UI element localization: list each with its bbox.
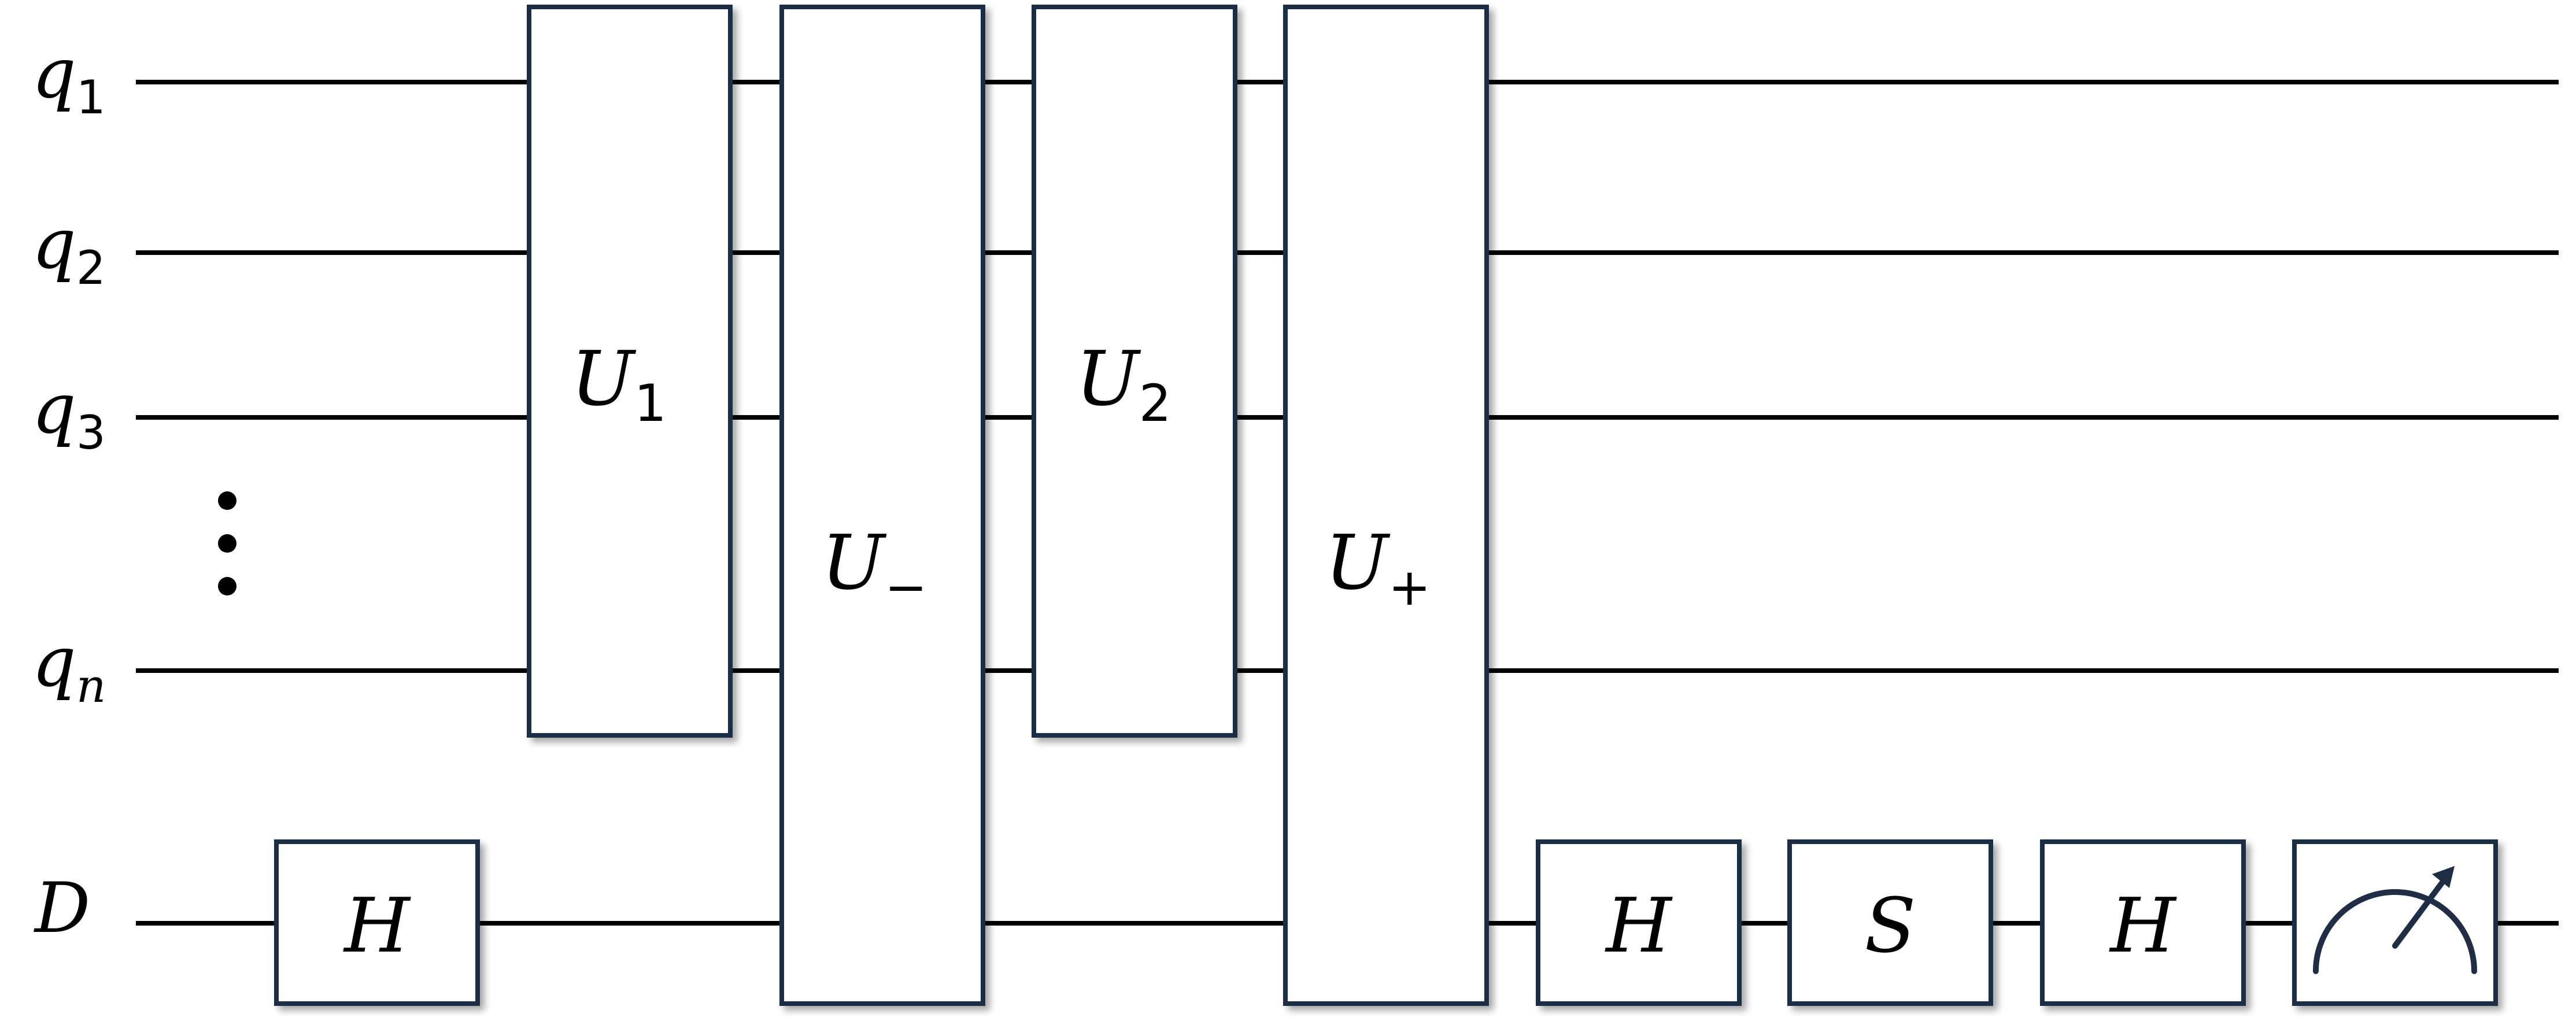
- gates: H U1 U− U2 U+: [274, 5, 2498, 1006]
- gate-U-plus: U+: [1283, 5, 1489, 1006]
- gate-U1: U1: [527, 5, 733, 738]
- gate-box: [2292, 839, 2498, 1006]
- qubit-label-qn: qn: [32, 622, 106, 713]
- qubit-label-q1: q1: [32, 34, 106, 124]
- gate-box: [2040, 839, 2246, 1006]
- meter-needle: [2392, 875, 2449, 949]
- gate-box: [527, 5, 733, 738]
- gate-box: [1536, 839, 1742, 1006]
- ellipsis-dot: [218, 491, 236, 510]
- gate-label: U−: [821, 519, 927, 617]
- gate-box: [1283, 5, 1489, 1006]
- gate-label: H: [343, 882, 411, 970]
- gate-U2: U2: [1032, 5, 1237, 738]
- gate-U-minus: U−: [779, 5, 985, 1006]
- gate-box: [1032, 5, 1237, 738]
- gate-label: U1: [571, 335, 667, 433]
- meter-icon: [2313, 866, 2477, 974]
- gate-label: S: [1864, 882, 1916, 970]
- qubit-label-q2: q2: [32, 204, 106, 295]
- gate-box: [779, 5, 985, 1006]
- meter-arc: [2313, 889, 2477, 974]
- gate-label: U2: [1076, 335, 1171, 433]
- qubit-label-q3: q3: [32, 369, 106, 460]
- gate-label: U+: [1325, 519, 1431, 617]
- ellipsis-dot: [218, 577, 236, 595]
- qubit-labels: q1 q2 q3 qn D: [32, 34, 106, 949]
- meter-needle-arrowhead: [2432, 866, 2455, 888]
- vertical-ellipsis: [218, 491, 236, 595]
- gate-S: S: [1787, 839, 1993, 1006]
- gate-label: H: [2109, 882, 2177, 970]
- ellipsis-dot: [218, 534, 236, 553]
- gate-box: [1787, 839, 1993, 1006]
- gate-H-first: H: [274, 839, 480, 1006]
- qubit-label-D: D: [34, 868, 90, 949]
- gate-label: H: [1605, 882, 1673, 970]
- gate-H-second: H: [1536, 839, 1742, 1006]
- measurement-gate: [2292, 839, 2498, 1006]
- gate-box: [274, 839, 480, 1006]
- gate-H-third: H: [2040, 839, 2246, 1006]
